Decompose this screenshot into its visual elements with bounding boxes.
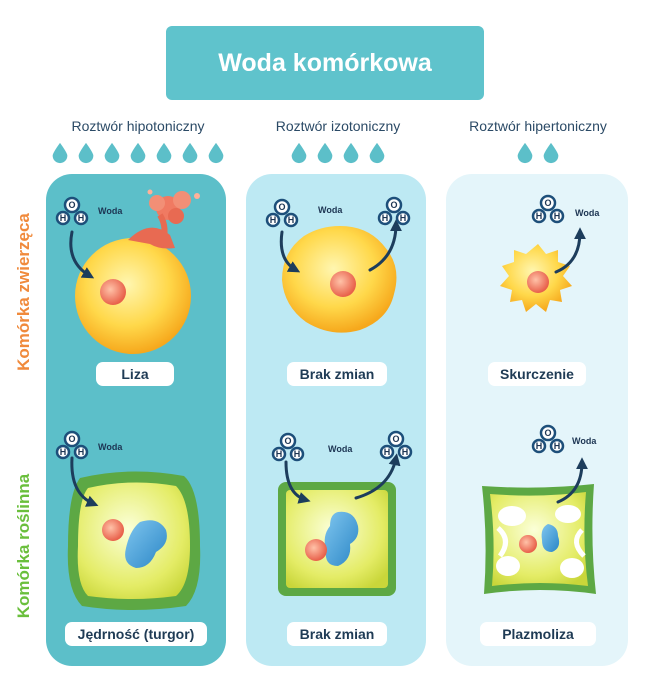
water-drop-icon bbox=[130, 142, 146, 164]
svg-text:H: H bbox=[402, 447, 409, 457]
svg-text:H: H bbox=[78, 447, 85, 457]
svg-text:O: O bbox=[544, 198, 551, 208]
svg-text:H: H bbox=[294, 449, 301, 459]
water-arrows bbox=[69, 219, 588, 507]
svg-text:O: O bbox=[68, 434, 75, 444]
svg-text:O: O bbox=[68, 200, 75, 210]
water-drop-icon bbox=[208, 142, 224, 164]
svg-text:H: H bbox=[536, 211, 543, 221]
svg-text:H: H bbox=[400, 213, 407, 223]
plant-cell-turgid bbox=[67, 471, 201, 610]
svg-text:O: O bbox=[390, 200, 397, 210]
water-molecule-icon: OH H Woda bbox=[55, 430, 123, 460]
plant-cell-plasmolysed bbox=[482, 484, 596, 594]
label-lysis: Liza bbox=[96, 362, 174, 386]
water-label: Woda bbox=[318, 205, 343, 215]
svg-text:H: H bbox=[384, 447, 391, 457]
svg-text:O: O bbox=[544, 428, 551, 438]
drops-isotonic bbox=[238, 142, 438, 166]
water-drop-icon bbox=[343, 142, 359, 164]
svg-text:O: O bbox=[284, 436, 291, 446]
drops-hypotonic bbox=[38, 142, 238, 166]
heading-hypertonic: Roztwór hipertoniczny bbox=[469, 118, 607, 134]
plant-cell-normal bbox=[278, 482, 396, 596]
svg-text:H: H bbox=[276, 449, 283, 459]
label-shrinking: Skurczenie bbox=[488, 362, 586, 386]
water-molecule-icon: OH H Woda bbox=[531, 424, 597, 454]
water-molecule-icon: OH H Woda bbox=[265, 198, 343, 228]
water-drop-icon bbox=[78, 142, 94, 164]
water-drop-icon bbox=[104, 142, 120, 164]
water-drop-icon bbox=[317, 142, 333, 164]
animal-cell-normal bbox=[282, 226, 397, 333]
water-label: Woda bbox=[328, 444, 353, 454]
svg-text:H: H bbox=[270, 215, 277, 225]
water-label: Woda bbox=[572, 436, 597, 446]
svg-text:H: H bbox=[554, 211, 561, 221]
title-banner: Woda komórkowa bbox=[166, 26, 484, 100]
heading-hypotonic: Roztwór hipotoniczny bbox=[71, 118, 205, 134]
svg-text:H: H bbox=[536, 441, 543, 451]
svg-text:H: H bbox=[60, 213, 67, 223]
svg-text:H: H bbox=[554, 441, 561, 451]
water-molecule-icon: OH H bbox=[377, 196, 411, 226]
water-drop-icon bbox=[156, 142, 172, 164]
page-title: Woda komórkowa bbox=[218, 48, 432, 77]
water-molecule-icon: OH H bbox=[379, 430, 413, 460]
label-no-change-animal: Brak zmian bbox=[287, 362, 387, 386]
water-drop-icon bbox=[517, 142, 533, 164]
water-drop-icon bbox=[52, 142, 68, 164]
water-drop-icon bbox=[291, 142, 307, 164]
svg-text:H: H bbox=[288, 215, 295, 225]
water-drop-icon bbox=[543, 142, 559, 164]
water-molecule-icon: OH H Woda bbox=[531, 194, 600, 224]
water-label: Woda bbox=[575, 208, 600, 218]
svg-text:H: H bbox=[60, 447, 67, 457]
water-molecule-icon: OH H Woda bbox=[271, 432, 353, 462]
label-plasmolysis: Plazmoliza bbox=[480, 622, 596, 646]
drops-hypertonic bbox=[438, 142, 638, 166]
water-drop-icon bbox=[182, 142, 198, 164]
heading-isotonic: Roztwór izotoniczny bbox=[275, 118, 401, 134]
svg-text:H: H bbox=[78, 213, 85, 223]
svg-text:O: O bbox=[392, 434, 399, 444]
water-label: Woda bbox=[98, 442, 123, 452]
animal-cell-lysed bbox=[75, 189, 200, 354]
label-turgor: Jędrność (turgor) bbox=[65, 622, 207, 646]
svg-text:O: O bbox=[278, 202, 285, 212]
svg-text:H: H bbox=[382, 213, 389, 223]
water-drop-icon bbox=[369, 142, 385, 164]
animal-cell-shrunken bbox=[500, 244, 572, 312]
label-no-change-plant: Brak zmian bbox=[287, 622, 387, 646]
water-label: Woda bbox=[98, 206, 123, 216]
water-molecule-icon: OH H Woda bbox=[55, 196, 123, 226]
